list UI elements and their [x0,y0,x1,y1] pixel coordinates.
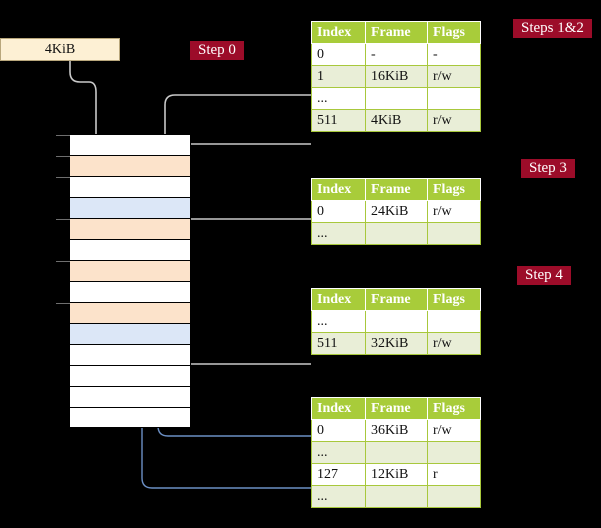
page-table-level-3-header-frame: Frame [365,178,428,201]
page-table-level-2-header-frame: Frame [365,288,428,311]
memory-frame-2 [56,176,191,197]
memory-frame-11 [69,365,191,386]
badge-step-4: Step 4 [517,266,571,285]
badge-step-3: Step 3 [521,159,575,178]
page-table-level-4-r2-flags [427,87,481,110]
memory-frame-9 [69,323,191,344]
memory-frame-7 [69,281,191,302]
physical-memory-column [56,134,191,428]
memory-frame-tick-2 [56,177,70,178]
page-table-level-4-r0-frame: - [365,43,428,66]
page-table-level-4-r3-index: 511 [311,109,366,132]
memory-frame-10 [69,344,191,365]
table-row: 0-- [311,43,481,66]
page-table-level-4-r0-flags: - [427,43,481,66]
page-table-level-1-r1-index: ... [311,441,366,464]
page-table-level-3-header-index: Index [311,178,366,201]
page-table-level-3-r0-index: 0 [311,200,366,223]
page-table-level-4-r1-index: 1 [311,65,366,88]
page-table-level-1-header-index: Index [311,397,366,420]
request-size-label: 4KiB [44,41,76,57]
page-table-level-3-r1-flags [427,222,481,245]
page-table-level-4-header-index: Index [311,21,366,44]
page-table-level-3-r0-flags: r/w [427,200,481,223]
page-table-level-1-r0-flags: r/w [427,419,481,442]
page-table-level-2-r0-index: ... [311,310,366,333]
wire-step4 [172,314,311,365]
table-row: ... [311,485,481,508]
memory-frame-3 [69,197,191,218]
page-table-level-2-r0-frame [365,310,428,333]
page-table-level-1-r3-frame [365,485,428,508]
badge-step-0: Step 0 [190,41,244,60]
memory-frame-8 [56,302,191,323]
page-table-level-2-r1-flags: r/w [427,332,481,355]
page-table-level-2-r0-flags [427,310,481,333]
memory-frame-13 [69,407,191,428]
memory-frame-6 [56,260,191,281]
memory-frame-12 [69,386,191,407]
page-table-level-4-r0-index: 0 [311,43,366,66]
page-table-level-1-header-frame: Frame [365,397,428,420]
page-table-level-2-r1-frame: 32KiB [365,332,428,355]
memory-frame-tick-0 [56,135,70,136]
page-table-level-1-r2-frame: 12KiB [365,463,428,486]
page-table-level-4-r1-flags: r/w [427,65,481,88]
table-row: ... [311,222,481,245]
page-table-level-2-header-index: Index [311,288,366,311]
page-table-level-1-header-flags: Flags [427,397,481,420]
page-table-level-1-r1-flags [427,441,481,464]
memory-frame-4 [56,218,191,239]
table-row: ... [311,87,481,110]
page-table-level-3-r1-frame [365,222,428,245]
page-table-level-2-header-flags: Flags [427,288,481,311]
page-table-level-4-r2-frame [365,87,428,110]
memory-frame-tick-6 [56,261,70,262]
page-table-level-4-r2-index: ... [311,87,366,110]
page-table-level-4-r3-flags: r/w [427,109,481,132]
table-row: ... [311,441,481,464]
request-size-box: 4KiB [0,38,120,61]
memory-frame-tick-4 [56,219,70,220]
memory-frame-1 [56,155,191,176]
wire-step3 [174,218,311,282]
page-table-level-4-header-flags: Flags [427,21,481,44]
memory-frame-5 [69,239,191,260]
page-table-level-3-r1-index: ... [311,222,366,245]
page-table-level-2-r1-index: 511 [311,332,366,355]
page-table-level-1-r3-index: ... [311,485,366,508]
badge-steps-1-2: Steps 1&2 [513,19,592,38]
memory-frame-tick-8 [56,303,70,304]
page-table-level-3-r0-frame: 24KiB [365,200,428,223]
page-table-level-4-r1-frame: 16KiB [365,65,428,88]
page-table-level-1-r0-frame: 36KiB [365,419,428,442]
table-row: ... [311,310,481,333]
page-table-level-1-r1-frame [365,441,428,464]
memory-frame-0 [56,134,191,155]
page-table-level-1-r3-flags [427,485,481,508]
page-table-level-1-r2-flags: r [427,463,481,486]
page-table-level-4-r3-frame: 4KiB [365,109,428,132]
memory-frame-tick-1 [56,156,70,157]
page-table-level-4-header-frame: Frame [365,21,428,44]
page-table-level-1-r2-index: 127 [311,463,366,486]
page-table-level-1-r0-index: 0 [311,419,366,442]
page-table-level-3-header-flags: Flags [427,178,481,201]
